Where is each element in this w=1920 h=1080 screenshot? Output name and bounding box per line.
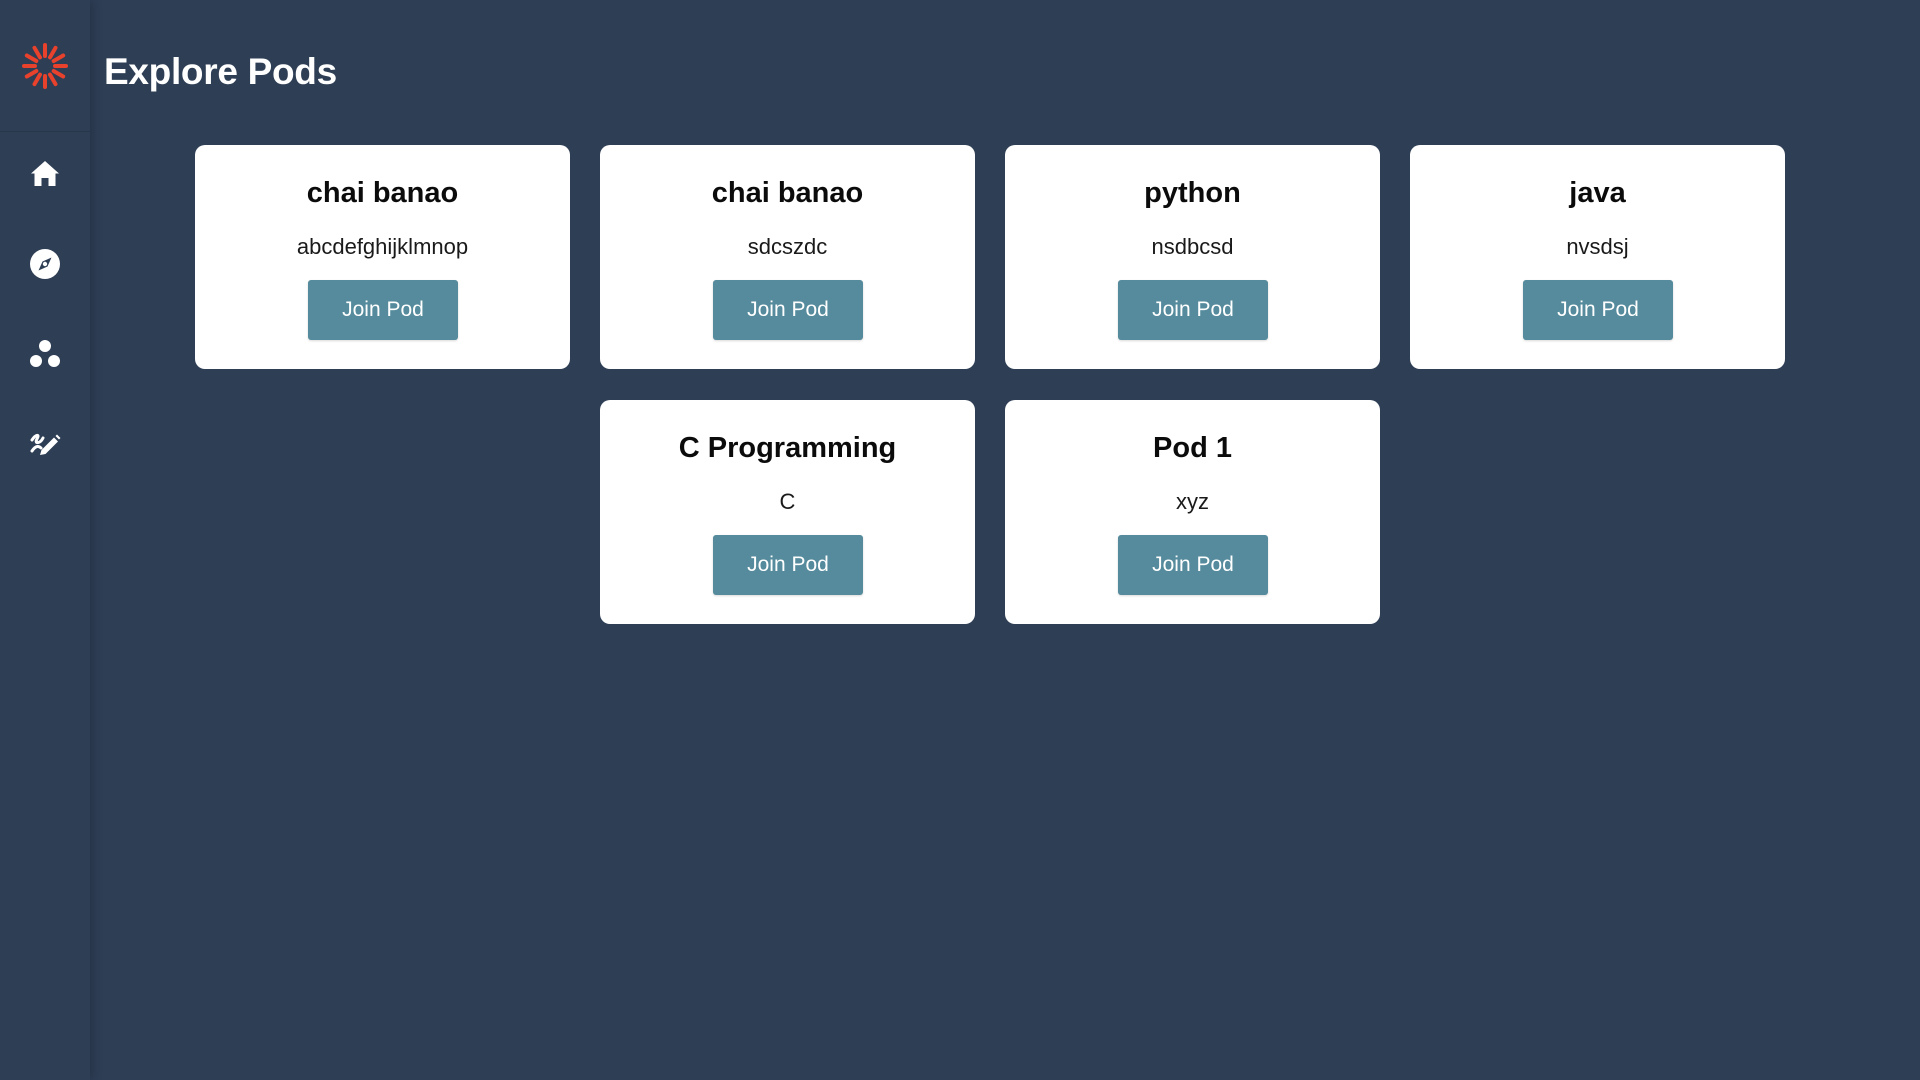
- pod-description: nvsdsj: [1566, 234, 1629, 259]
- page-title: Explore Pods: [104, 51, 337, 92]
- pod-description: xyz: [1176, 489, 1209, 514]
- pod-card: Pod 1 xyz Join Pod: [1005, 400, 1380, 624]
- sidebar-item-edit[interactable]: [25, 424, 65, 464]
- join-pod-button[interactable]: Join Pod: [713, 535, 863, 595]
- join-pod-button[interactable]: Join Pod: [1118, 535, 1268, 595]
- join-pod-button[interactable]: Join Pod: [713, 280, 863, 340]
- compass-icon: [30, 249, 60, 279]
- pod-title: chai banao: [306, 177, 459, 209]
- pod-title: python: [1144, 177, 1241, 209]
- pod-card: python nsdbcsd Join Pod: [1005, 145, 1380, 369]
- home-icon: [31, 161, 59, 186]
- pods-icon: [30, 340, 60, 367]
- join-pod-button[interactable]: Join Pod: [1523, 280, 1673, 340]
- edit-icon: [30, 433, 61, 455]
- pod-description: sdcszdc: [747, 234, 828, 259]
- pod-description: nsdbcsd: [1151, 234, 1234, 259]
- pod-title: chai banao: [711, 177, 864, 209]
- pod-card: chai banao abcdefghijklmnop Join Pod: [195, 145, 570, 369]
- sun-logo-icon: [22, 42, 68, 89]
- join-pod-button[interactable]: Join Pod: [308, 280, 458, 340]
- sidebar: [0, 0, 90, 1080]
- pod-title: java: [1569, 177, 1626, 209]
- pod-title: Pod 1: [1153, 432, 1232, 464]
- pod-title: C Programming: [678, 432, 897, 464]
- pod-card: chai banao sdcszdc Join Pod: [600, 145, 975, 369]
- join-pod-button[interactable]: Join Pod: [1118, 280, 1268, 340]
- sidebar-item-home[interactable]: [25, 154, 65, 194]
- sidebar-item-pods[interactable]: [25, 334, 65, 374]
- sidebar-item-explore[interactable]: [25, 244, 65, 284]
- pod-description: abcdefghijklmnop: [296, 234, 469, 259]
- logo[interactable]: [0, 0, 90, 132]
- pod-card: java nvsdsj Join Pod: [1410, 145, 1785, 369]
- pod-description: C: [779, 489, 796, 514]
- pod-card: C Programming C Join Pod: [600, 400, 975, 624]
